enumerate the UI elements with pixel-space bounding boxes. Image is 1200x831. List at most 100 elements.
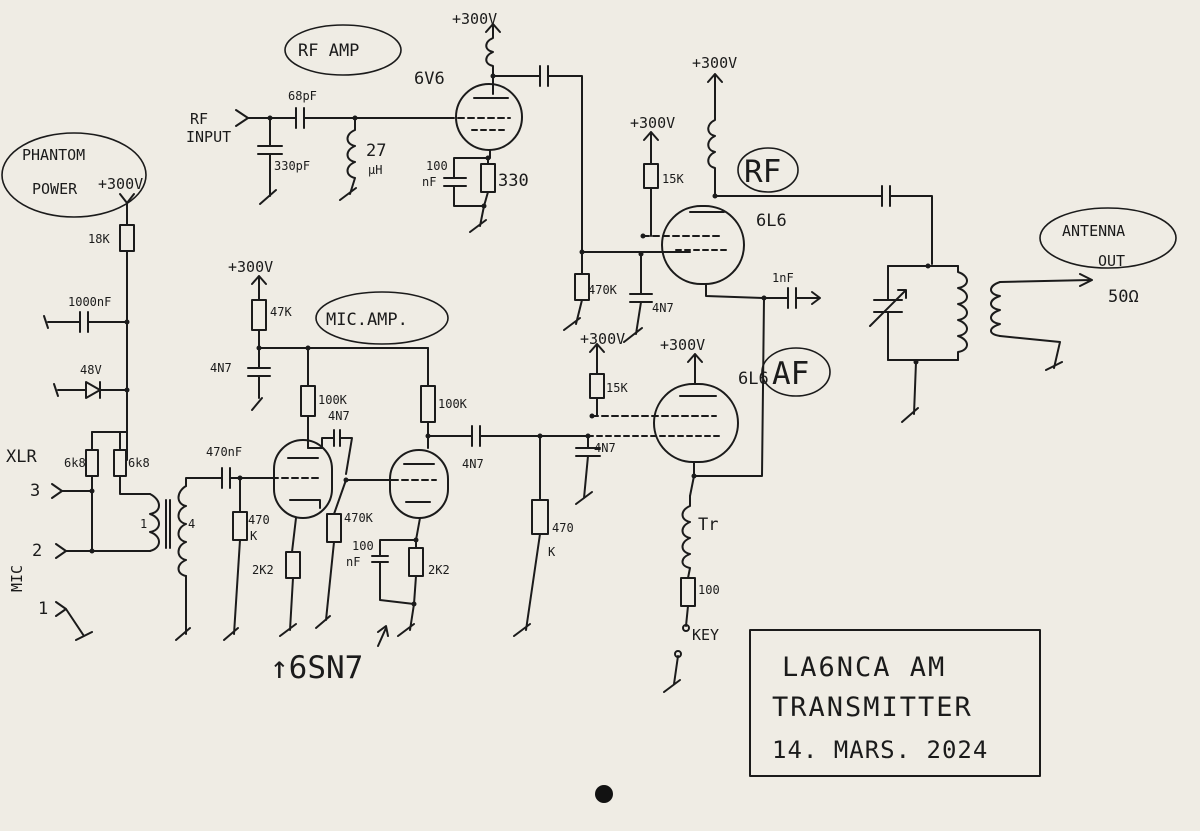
grid-res-3-ground <box>513 533 541 637</box>
rf-output-coupling <box>714 185 933 265</box>
tube-type-arrow <box>377 625 389 647</box>
capacitor-100nf-6v6-label-b: nF <box>422 175 436 189</box>
rf-amp-supply-label: +300V <box>452 10 497 28</box>
tube-6l6-rf <box>661 205 745 285</box>
input-transformer: 1 4 470nF <box>140 445 273 641</box>
resistor-15k-rf <box>643 163 659 189</box>
xlr-pin-1-ground <box>55 601 93 641</box>
resistor-470k-grid-2 <box>326 513 342 543</box>
transformer-core <box>165 499 171 549</box>
capacitor-100nf-cathode-2-label-b: nF <box>346 555 360 569</box>
xlr-pin-1: 1 <box>38 599 48 619</box>
key-label: KEY <box>692 626 719 644</box>
variable-capacitor <box>873 265 903 361</box>
capacitor-68pf-label: 68pF <box>288 89 317 103</box>
title-block: LA6NCA AM TRANSMITTER 14. MARS. 2024 <box>749 629 1041 777</box>
binder-hole <box>595 785 613 803</box>
af-cathode-lead <box>689 461 695 497</box>
transformer-ratio-primary: 1 <box>140 517 147 531</box>
resistor-470k-grid-3 <box>531 499 549 535</box>
title-date: 14. MARS. 2024 <box>772 736 988 764</box>
key-lead <box>685 605 689 627</box>
af-plate-supply-label: +300V <box>660 336 705 354</box>
phantom-label-2: POWER <box>32 180 78 198</box>
junction-dot <box>124 387 130 393</box>
cathode-2-lead <box>415 517 421 541</box>
af-plate-supply-arrow <box>687 353 703 385</box>
variable-capacitor-arrow <box>869 289 907 327</box>
resistor-2k2-2 <box>408 547 424 577</box>
secondary-top-lead <box>185 477 215 487</box>
secondary-ground <box>175 575 191 641</box>
cathode-1-lead <box>291 517 297 553</box>
xlr-res-leads <box>91 431 121 451</box>
junction-dot <box>124 319 130 325</box>
rf-amp-bubble <box>284 24 402 76</box>
mic-amp-supply-label: +300V <box>228 258 273 276</box>
rf-amp-label: RF AMP <box>298 41 359 61</box>
resistor-2k2-1 <box>285 551 301 579</box>
resistor-470k-grid-3-label-b: K <box>548 545 556 559</box>
capacitor-4n7-decouple-label: 4N7 <box>210 361 232 375</box>
xlr-pin-3: 3 <box>30 481 40 501</box>
resistor-6k8-a-label: 6k8 <box>64 456 86 470</box>
antenna-output-arrow <box>999 273 1093 287</box>
transformer-primary <box>149 493 160 552</box>
plate-to-tube-2 <box>427 421 473 449</box>
capacitor-1nf-label: 1nF <box>772 271 794 285</box>
phantom-label-1: PHANTOM <box>22 146 85 164</box>
title-line-1: LA6NCA AM <box>782 652 946 683</box>
modulation-transformer <box>681 495 691 579</box>
rf-amp-supply-choke <box>485 23 501 95</box>
grid-res-2-lead <box>333 479 347 515</box>
key-contact-top <box>682 624 690 632</box>
rf-final-section: RF 6L6 +300V +300V 15K 470K 4N7 1nF <box>563 54 933 477</box>
resistor-100-key-label: 100 <box>698 583 720 597</box>
rf-cathode-lead <box>705 283 765 299</box>
resistor-15k-af <box>589 373 605 399</box>
title-line-2: TRANSMITTER <box>772 692 973 723</box>
antenna-impedance-label: 50Ω <box>1108 287 1139 307</box>
tube-type-label: ↑6SN7 <box>270 650 363 686</box>
antenna-link-ground <box>999 335 1063 371</box>
tank-ground <box>901 361 919 423</box>
resistor-100-key <box>680 577 696 607</box>
rf-amp-section: RF AMP 6V6 RF INPUT 68pF 330pF 27 μH +30… <box>186 10 583 253</box>
tube-6l6-af <box>653 383 739 463</box>
tank-coil <box>957 265 968 361</box>
mic-label: MIC <box>8 565 26 592</box>
mic-amp-bubble <box>315 291 449 345</box>
xlr-pin-2-lead <box>55 543 151 559</box>
grid-res-1-ground <box>223 539 241 641</box>
resistor-18k-label: 18K <box>88 232 110 246</box>
cathode-1-ground <box>279 577 297 637</box>
tank-and-antenna: ANTENNA OUT 50Ω <box>869 207 1177 423</box>
rf-input-label-2: INPUT <box>186 128 231 146</box>
resistor-47k-label: 47K <box>270 305 292 319</box>
resistor-470k-grid-3-label-a: 470 <box>552 521 574 535</box>
capacitor-100nf-cathode-2 <box>371 539 417 605</box>
xlr-input: XLR 3 2 1 MIC <box>6 447 151 641</box>
rf-screen-supply-label: +300V <box>630 114 675 132</box>
capacitor-1000nf-label: 1000nF <box>68 295 111 309</box>
resistor-470k-rf-grid-label: 470K <box>588 283 618 297</box>
coupling-1-lead <box>307 437 335 449</box>
capacitor-470nf-label: 470nF <box>206 445 242 459</box>
triode-1-cathode <box>289 499 321 509</box>
rf-plate-supply-label: +300V <box>692 54 737 72</box>
resistor-470k-grid-1-label-b: K <box>250 529 258 543</box>
resistor-15k-af-label: 15K <box>606 381 628 395</box>
rf-plate-choke <box>707 73 723 197</box>
resistor-47k <box>251 299 267 331</box>
rf-cathode-to-af-plate <box>693 297 765 477</box>
zener-ground <box>53 383 59 397</box>
resistor-100k-2 <box>420 385 436 423</box>
af-modulator-section: AF 6L6 +300V 15K +300V 4N7 Tr 100 KEY <box>575 330 831 693</box>
rf-grid-res-ground <box>563 299 583 331</box>
capacitor-330pf <box>257 117 283 205</box>
resistor-6k8-b <box>113 449 127 477</box>
xlr-res-drops <box>91 475 151 552</box>
capacitor-330pf-label: 330pF <box>274 159 310 173</box>
plate-coupling-6v6 <box>492 65 583 253</box>
